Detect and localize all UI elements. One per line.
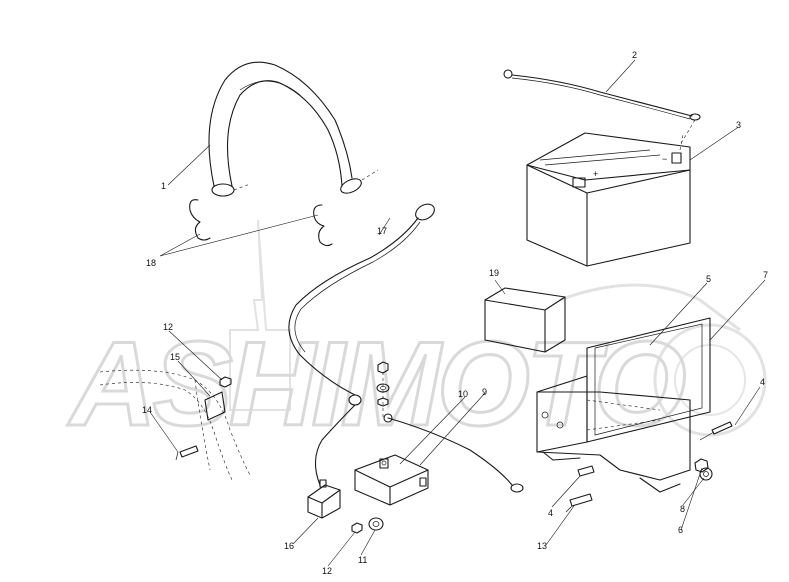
ground-cable: [503, 69, 701, 146]
watermark: ASHIMOTO: [66, 219, 767, 453]
callout-2: 2: [632, 50, 637, 60]
callout-4b: 4: [760, 377, 765, 387]
solenoid: [354, 413, 524, 506]
callout-15: 15: [170, 352, 180, 362]
callout-6: 6: [678, 525, 683, 535]
callout-1: 1: [161, 181, 166, 191]
frame-section: [99, 369, 251, 481]
callout-3: 3: [736, 120, 741, 130]
callouts: 1 2 3 4 4 5 6 7 8 9 10 11 12 12 13 14 15…: [142, 50, 768, 576]
battery-pad: [484, 287, 566, 353]
callout-12a: 12: [163, 322, 173, 332]
leader-lines: [149, 59, 766, 567]
callout-11: 11: [358, 555, 367, 565]
battery: + −: [526, 132, 691, 267]
watermark-text: ASHIMOTO: [67, 317, 685, 451]
lower-fasteners: [351, 517, 384, 534]
svg-text:−: −: [662, 154, 667, 164]
positive-cable: [288, 203, 435, 486]
svg-text:+: +: [593, 169, 598, 179]
relay-connector: [307, 479, 341, 519]
callout-12b: 12: [322, 566, 332, 576]
callout-13: 13: [537, 541, 547, 551]
callout-8: 8: [680, 504, 685, 514]
callout-18: 18: [146, 258, 156, 268]
battery-box: [536, 375, 691, 493]
strap-hooks: [189, 199, 333, 247]
callout-4a: 4: [548, 508, 553, 518]
callout-9: 9: [482, 387, 487, 397]
callout-16: 16: [284, 541, 294, 551]
callout-19: 19: [489, 268, 499, 278]
callout-5: 5: [706, 274, 711, 284]
callout-14: 14: [142, 405, 152, 415]
callout-17: 17: [377, 226, 387, 236]
battery-strap: [208, 61, 379, 197]
stud-hardware: [376, 361, 390, 418]
hardware-right: [565, 421, 733, 513]
callout-7: 7: [763, 270, 768, 280]
callout-10: 10: [458, 389, 468, 399]
